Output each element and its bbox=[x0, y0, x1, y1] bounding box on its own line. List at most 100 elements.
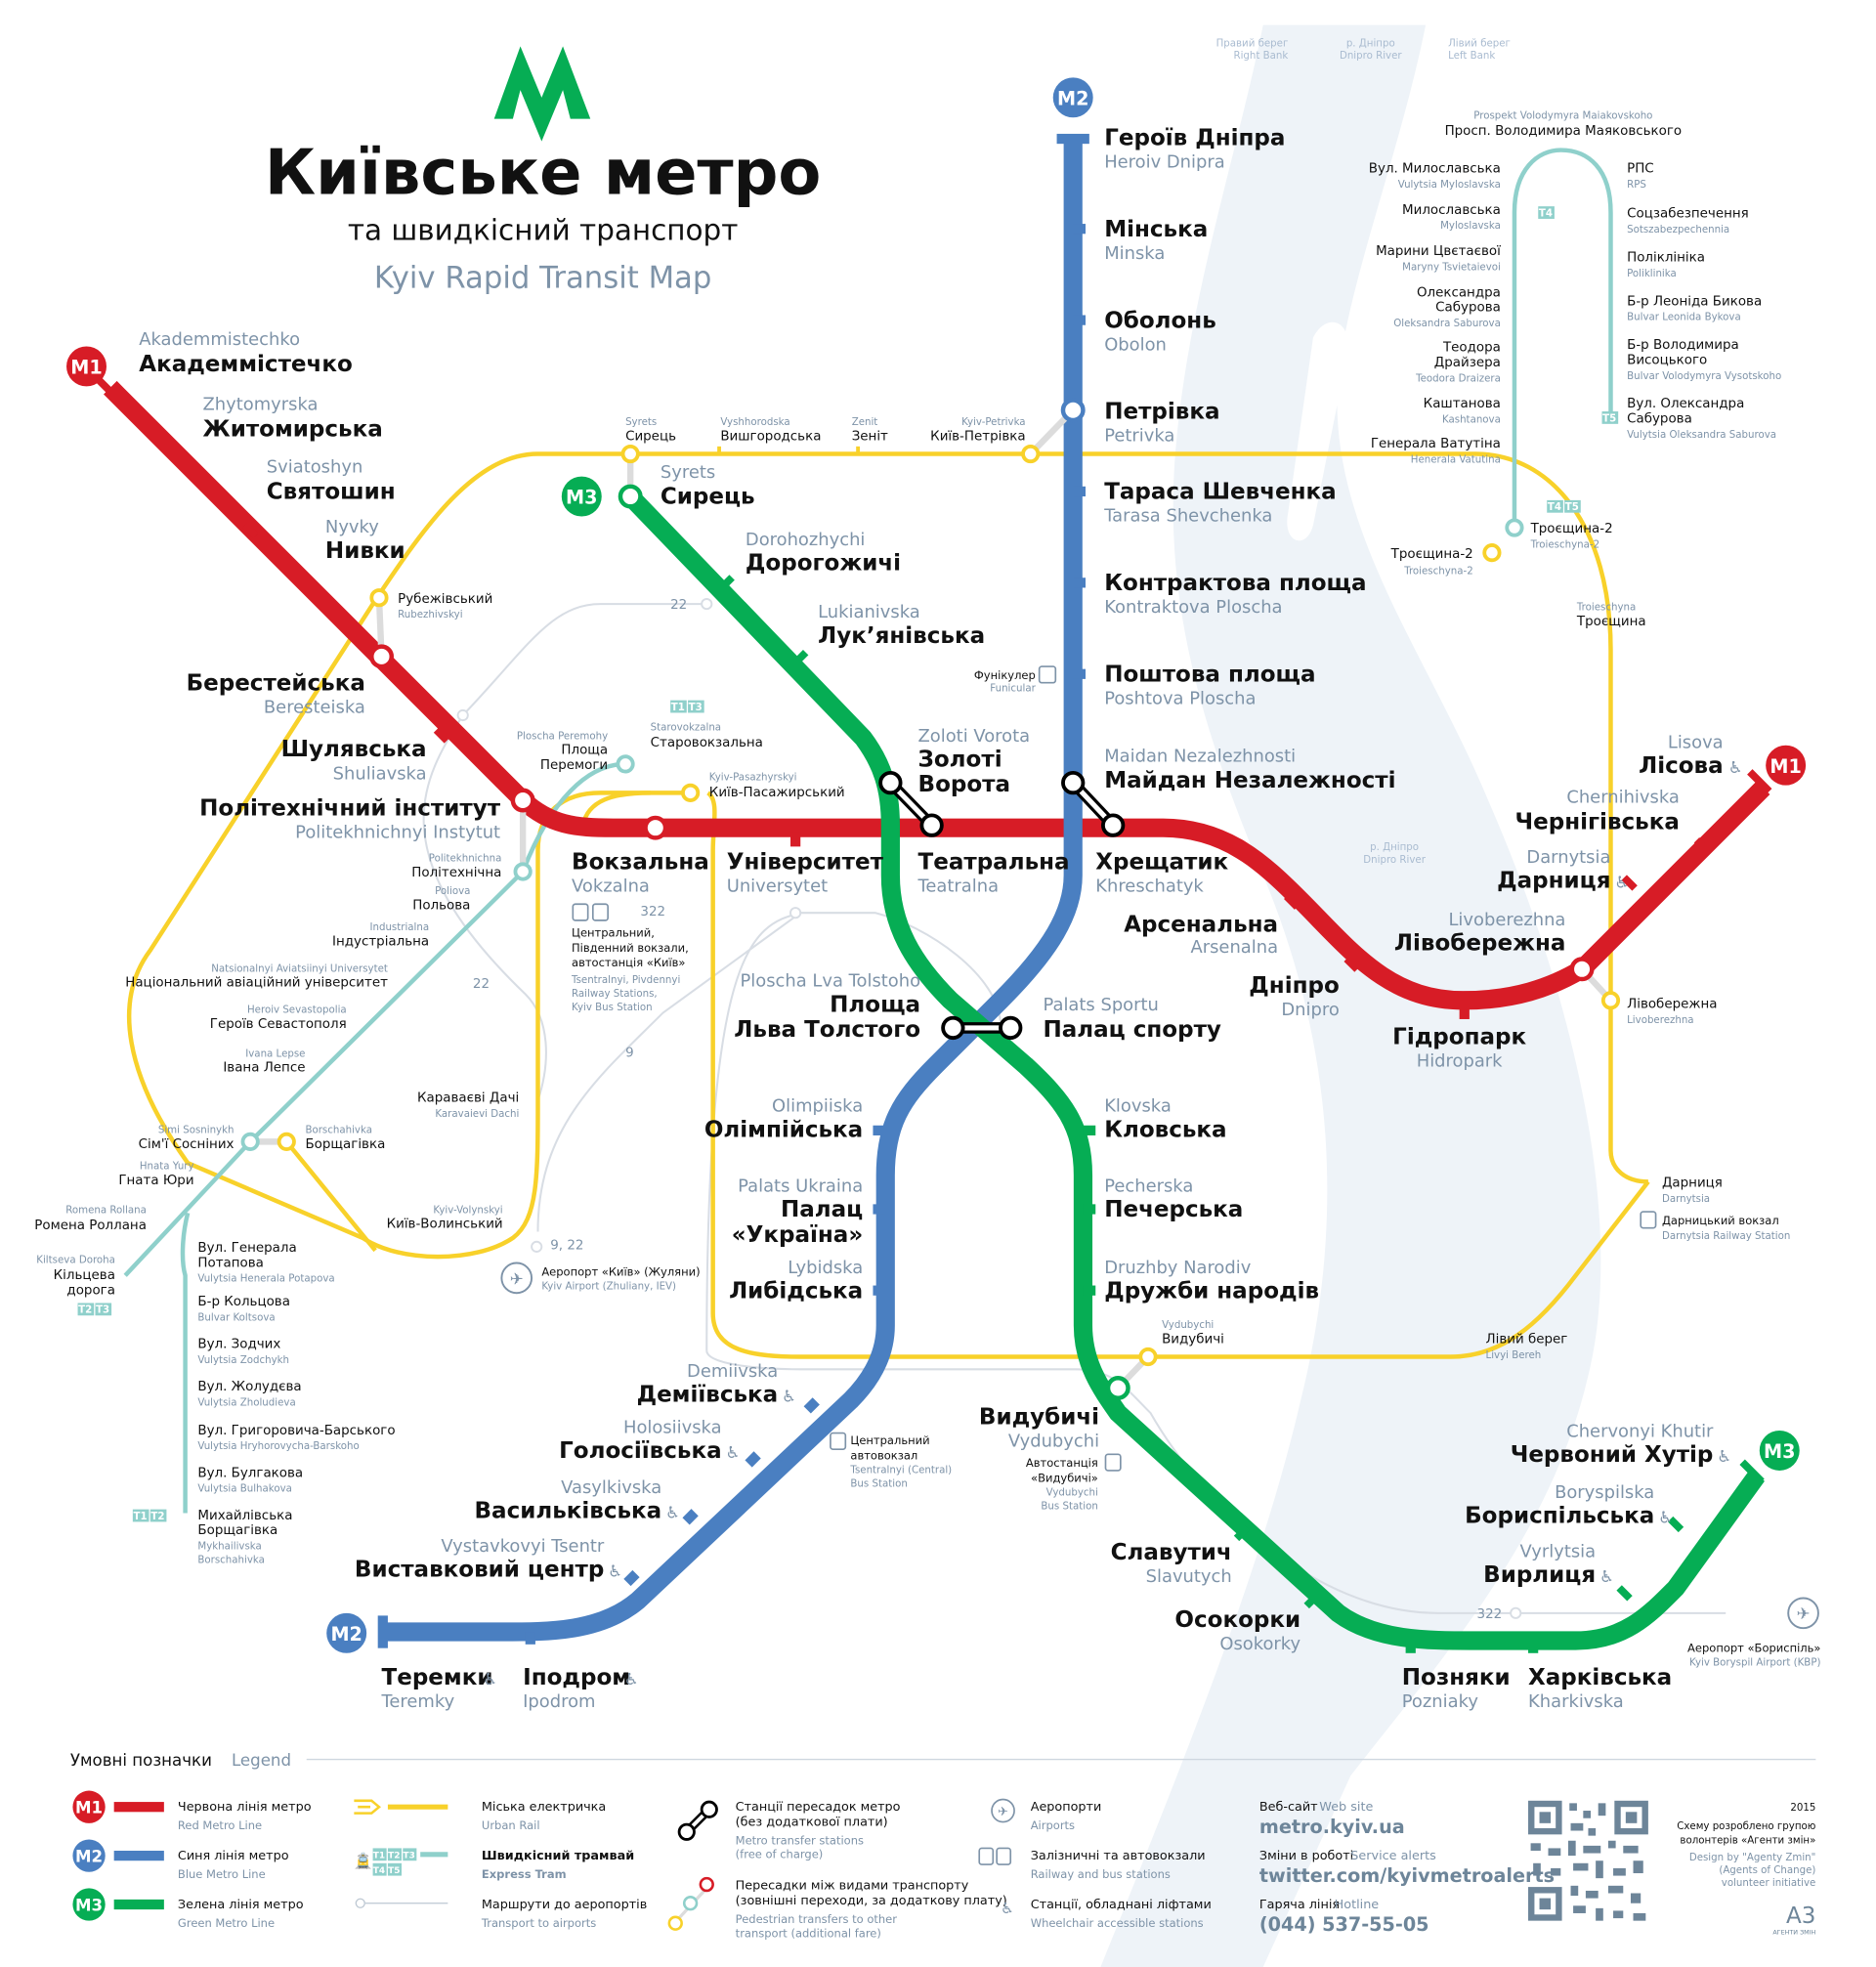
svg-text:Центральний: Центральний bbox=[850, 1433, 929, 1447]
svg-text:T3: T3 bbox=[689, 703, 703, 713]
svg-text:Bus Station: Bus Station bbox=[1041, 1502, 1097, 1513]
website-link[interactable]: metro.kyiv.ua bbox=[1259, 1816, 1405, 1838]
twitter-link[interactable]: twitter.com/kyivmetroalerts bbox=[1259, 1864, 1555, 1887]
svg-text:Troieschyna: Troieschyna bbox=[1576, 603, 1636, 614]
svg-text:Вул. Григоровича-Барського: Вул. Григоровича-Барського bbox=[197, 1424, 395, 1438]
svg-text:Henerala Vatutina: Henerala Vatutina bbox=[1411, 454, 1501, 465]
interchange-tolstoho-palats-sportu bbox=[941, 1015, 1023, 1041]
svg-text:Politekhnichnyi Instytut: Politekhnichnyi Instytut bbox=[295, 822, 500, 842]
svg-text:Потапова: Потапова bbox=[197, 1256, 263, 1270]
svg-text:Лівобережна: Лівобережна bbox=[1394, 931, 1565, 957]
svg-text:Akademmistechko: Akademmistechko bbox=[139, 329, 300, 350]
svg-text:Palats Sportu: Palats Sportu bbox=[1043, 995, 1158, 1015]
svg-text:Палац спорту: Палац спорту bbox=[1043, 1017, 1220, 1043]
svg-text:Kontraktova Ploscha: Kontraktova Ploscha bbox=[1104, 597, 1282, 618]
svg-text:Дарниця: Дарниця bbox=[1497, 869, 1610, 894]
m3-badge-east: M3 bbox=[1759, 1431, 1800, 1471]
poi-boryspil-airport[interactable]: ✈ Аеропорт «Бориспіль» Kyiv Boryspil Air… bbox=[1687, 1597, 1820, 1669]
svg-text:Syrets: Syrets bbox=[625, 417, 657, 428]
legend-pedestrian-transfer: Пересадки між видами транспорту (зовнішн… bbox=[667, 1876, 1007, 1940]
svg-text:M3: M3 bbox=[75, 1896, 103, 1914]
svg-text:дорога: дорога bbox=[66, 1284, 114, 1299]
svg-text:Вирлиця: Вирлиця bbox=[1483, 1562, 1596, 1588]
bus-station-icon bbox=[996, 1847, 1012, 1865]
svg-text:Тараса Шевченка: Тараса Шевченка bbox=[1104, 480, 1337, 505]
svg-text:Висоцького: Висоцького bbox=[1627, 353, 1707, 367]
svg-text:Starovokzalna: Starovokzalna bbox=[651, 722, 721, 733]
qr-code[interactable] bbox=[1528, 1800, 1648, 1921]
poi-funicular[interactable]: Фунікулер Funicular bbox=[974, 665, 1057, 695]
svg-text:Prospekt Volodymyra Maiakovsko: Prospekt Volodymyra Maiakovskoho bbox=[1473, 111, 1652, 122]
svg-text:Ворота: Ворота bbox=[918, 772, 1011, 797]
svg-text:T2: T2 bbox=[388, 1852, 400, 1861]
svg-text:Гната Юри: Гната Юри bbox=[118, 1174, 193, 1188]
svg-text:322: 322 bbox=[1477, 1607, 1503, 1622]
svg-text:Святошин: Святошин bbox=[267, 480, 396, 505]
svg-text:Олександра: Олександра bbox=[1417, 285, 1501, 300]
svg-text:T4: T4 bbox=[1548, 502, 1561, 513]
red-line bbox=[104, 380, 1770, 1010]
svg-text:Lybidska: Lybidska bbox=[788, 1258, 863, 1278]
svg-text:Героїв Севастополя: Героїв Севастополя bbox=[210, 1016, 347, 1032]
svg-text:Бориспільська: Бориспільська bbox=[1465, 1504, 1654, 1529]
svg-text:Борщагівка: Борщагівка bbox=[305, 1137, 385, 1152]
svg-text:Вул. Зодчих: Вул. Зодчих bbox=[197, 1338, 280, 1352]
agenty-zmin-logo: A3 bbox=[1786, 1903, 1815, 1929]
svg-text:Центральний,: Центральний, bbox=[572, 926, 655, 940]
poi-central-bus: Центральний автовокзал Tsentralnyi (Cent… bbox=[830, 1432, 952, 1490]
hotline-number[interactable]: (044) 537-55-05 bbox=[1259, 1913, 1429, 1936]
svg-text:Vokzalna: Vokzalna bbox=[572, 876, 650, 896]
poi-vydubychi-bus: Автостанція «Видубичі» Vydubychi Bus Sta… bbox=[1026, 1453, 1122, 1513]
m1-badge-east: M1 bbox=[1766, 745, 1807, 786]
svg-text:Express Tram: Express Tram bbox=[482, 1867, 567, 1881]
svg-text:Nyvky: Nyvky bbox=[325, 517, 379, 537]
svg-text:Гаряча лінія: Гаряча лінія bbox=[1259, 1898, 1340, 1912]
svg-text:Obolon: Obolon bbox=[1104, 334, 1167, 355]
svg-text:Kharkivska: Kharkivska bbox=[1528, 1691, 1624, 1712]
svg-text:Хрещатик: Хрещатик bbox=[1095, 849, 1228, 875]
svg-text:Героїв Дніпра: Героїв Дніпра bbox=[1104, 125, 1285, 150]
svg-text:Марини Цвєтаєвої: Марини Цвєтаєвої bbox=[1376, 243, 1501, 259]
svg-text:Poliova: Poliova bbox=[435, 886, 470, 897]
svg-text:Sviatoshyn: Sviatoshyn bbox=[267, 457, 363, 478]
poi-zhuliany-airport[interactable]: ✈ Аеропорт «Київ» (Жуляни) Kyiv Airport … bbox=[500, 1261, 701, 1295]
svg-text:Червона лінія метро: Червона лінія метро bbox=[178, 1800, 312, 1815]
dnipro-river bbox=[1100, 24, 1601, 1967]
svg-text:Зміни в роботі: Зміни в роботі bbox=[1259, 1849, 1353, 1863]
svg-text:Tsentralnyi (Central): Tsentralnyi (Central) bbox=[849, 1466, 952, 1476]
svg-text:Vulytsia Hryhorovycha-Barskoho: Vulytsia Hryhorovycha-Barskoho bbox=[197, 1441, 359, 1452]
svg-text:Золоті: Золоті bbox=[918, 747, 1002, 772]
svg-text:Сирець: Сирець bbox=[661, 485, 755, 510]
river-labels: Правий берег Right Bank р. Дніпро Dnipro… bbox=[1216, 37, 1511, 866]
legend-metro-transfer: Станції пересадок метро (без додаткової … bbox=[677, 1800, 901, 1861]
svg-text:Vydubychi: Vydubychi bbox=[1008, 1432, 1099, 1452]
svg-text:Pedestrian transfers to other: Pedestrian transfers to other bbox=[736, 1912, 898, 1926]
svg-text:Dnipro River: Dnipro River bbox=[1340, 51, 1402, 62]
svg-text:Вул. Олександра: Вул. Олександра bbox=[1627, 397, 1744, 411]
